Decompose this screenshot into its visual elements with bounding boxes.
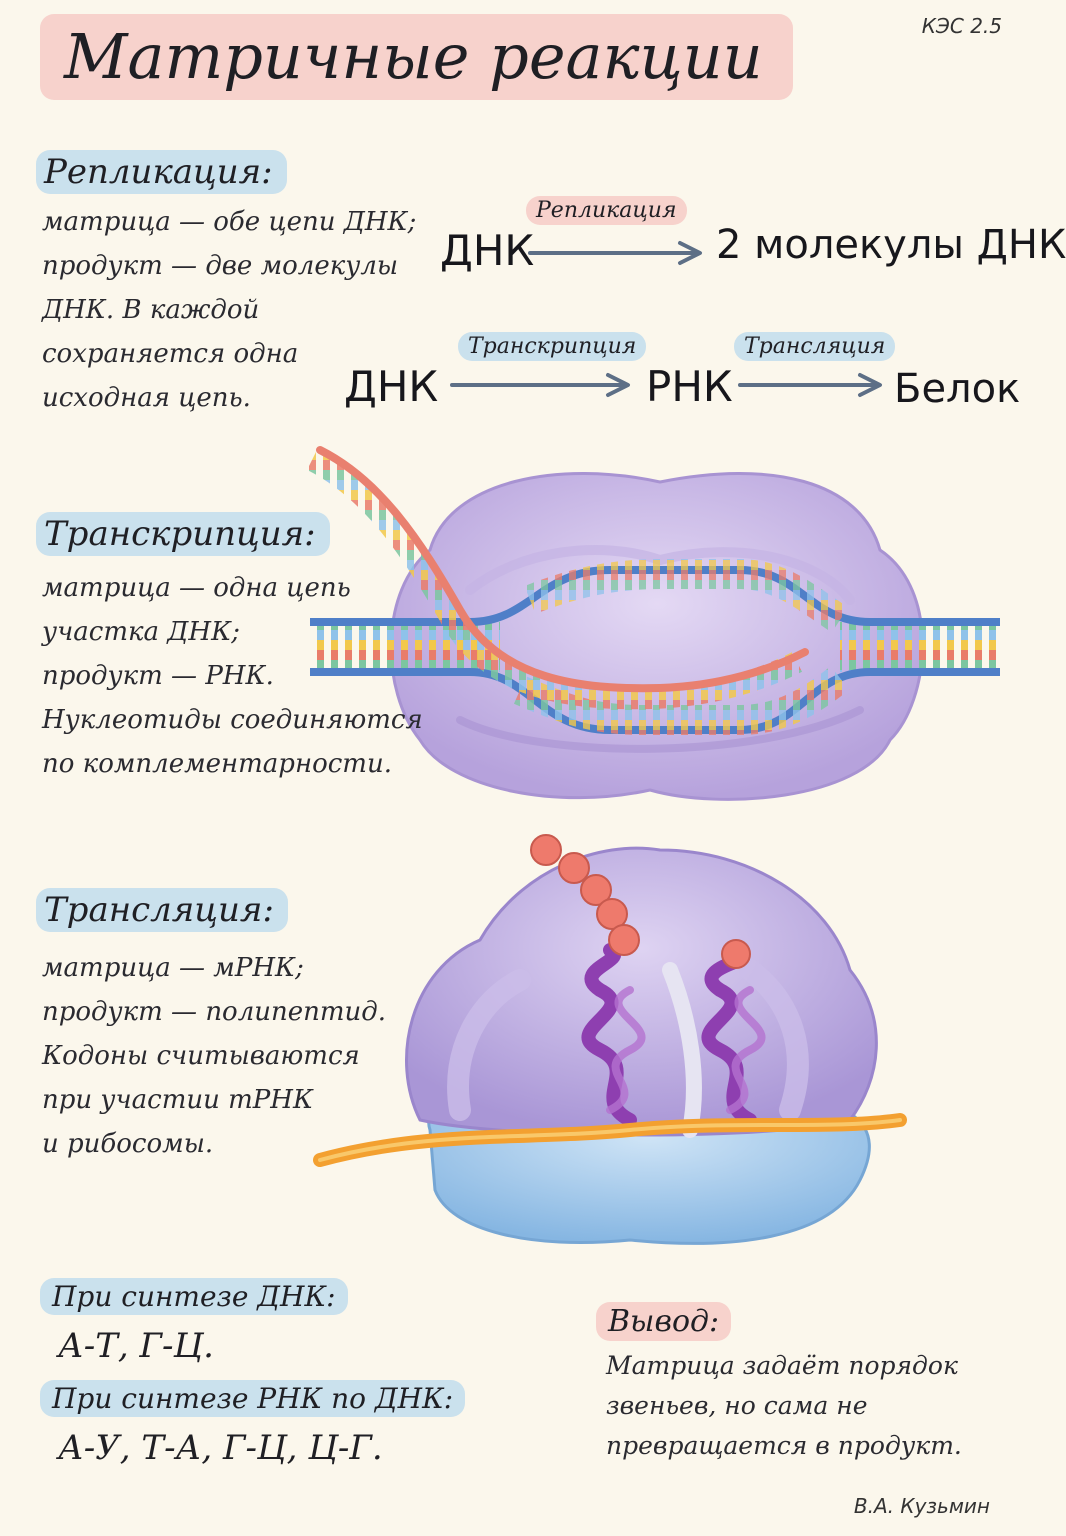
dna-synthesis-pairs: А-Т, Г-Ц.	[58, 1326, 214, 1366]
replication-line: ДНК. В каждой	[42, 295, 260, 325]
transcription-line: по комплементарности.	[42, 749, 392, 779]
author-signature: В.А. Кузьмин	[853, 1494, 990, 1518]
dna-double-helix	[310, 559, 1000, 735]
scheme-dna-1: ДНК	[440, 226, 535, 275]
transcription-line: матрица — одна цепь	[42, 573, 351, 603]
replication-line: продукт — две молекулы	[42, 251, 399, 281]
conclusion-heading: Вывод:	[596, 1302, 732, 1341]
conclusion-line: превращается в продукт.	[606, 1431, 962, 1460]
translation-heading: Трансляция:	[36, 888, 288, 932]
trna-molecule	[701, 953, 766, 1127]
page-title: Матричные реакции	[40, 14, 793, 101]
trna-molecule	[581, 943, 646, 1127]
translation-line: при участии тРНК	[42, 1085, 314, 1115]
transcription-illustration	[306, 446, 1000, 801]
conclusion-line: звеньев, но сама не	[606, 1391, 868, 1420]
transcription-heading: Транскрипция:	[36, 512, 330, 556]
scheme-replication-label: Репликация	[526, 196, 687, 225]
arrow-icon	[528, 241, 702, 265]
ribosome-large-subunit	[405, 846, 878, 1138]
translation-line: и рибосомы.	[42, 1129, 214, 1159]
scheme-protein: Белок	[894, 366, 1021, 412]
arrow-icon	[450, 373, 630, 397]
scheme-rna: РНК	[646, 362, 733, 411]
scheme-transcription-label: Транскрипция	[458, 332, 647, 361]
replication-line: исходная цепь.	[42, 383, 251, 413]
transcription-line: Нуклеотиды соединяются	[42, 705, 423, 735]
rna-synthesis-pairs: А-У, Т-А, Г-Ц, Ц-Г.	[58, 1428, 383, 1468]
mrna-strand	[313, 1113, 907, 1167]
replication-line: матрица — обе цепи ДНК;	[42, 207, 417, 237]
dna-synthesis-heading: При синтезе ДНК:	[40, 1278, 348, 1315]
translation-text: матрица — мРНК; продукт — полипептид. Ко…	[42, 946, 386, 1166]
translation-line: продукт — полипептид.	[42, 997, 387, 1027]
replication-heading: Репликация:	[36, 150, 287, 194]
scheme-translation-label: Трансляция	[734, 332, 896, 361]
arrow-icon	[738, 373, 882, 397]
replication-text: матрица — обе цепи ДНК; продукт — две мо…	[42, 200, 416, 420]
conclusion-text: Матрица задаёт порядок звеньев, но сама …	[606, 1346, 962, 1466]
transcription-text: матрица — одна цепь участка ДНК; продукт…	[42, 566, 423, 786]
transcription-line: продукт — РНК.	[42, 661, 274, 691]
transcription-line: участка ДНК;	[42, 617, 240, 647]
scheme-two-dna: 2 молекулы ДНК	[716, 222, 1066, 268]
translation-line: Кодоны считываются	[42, 1041, 360, 1071]
topic-code: КЭС 2.5	[921, 14, 1002, 38]
rna-synthesis-heading: При синтезе РНК по ДНК:	[40, 1380, 466, 1417]
rna-strand	[306, 446, 809, 710]
translation-illustration	[313, 834, 907, 1245]
translation-line: матрица — мРНК;	[42, 953, 304, 983]
replication-line: сохраняется одна	[42, 339, 299, 369]
conclusion-line: Матрица задаёт порядок	[606, 1351, 958, 1380]
polypeptide-chain	[530, 834, 751, 969]
scheme-dna-2: ДНК	[344, 362, 439, 411]
